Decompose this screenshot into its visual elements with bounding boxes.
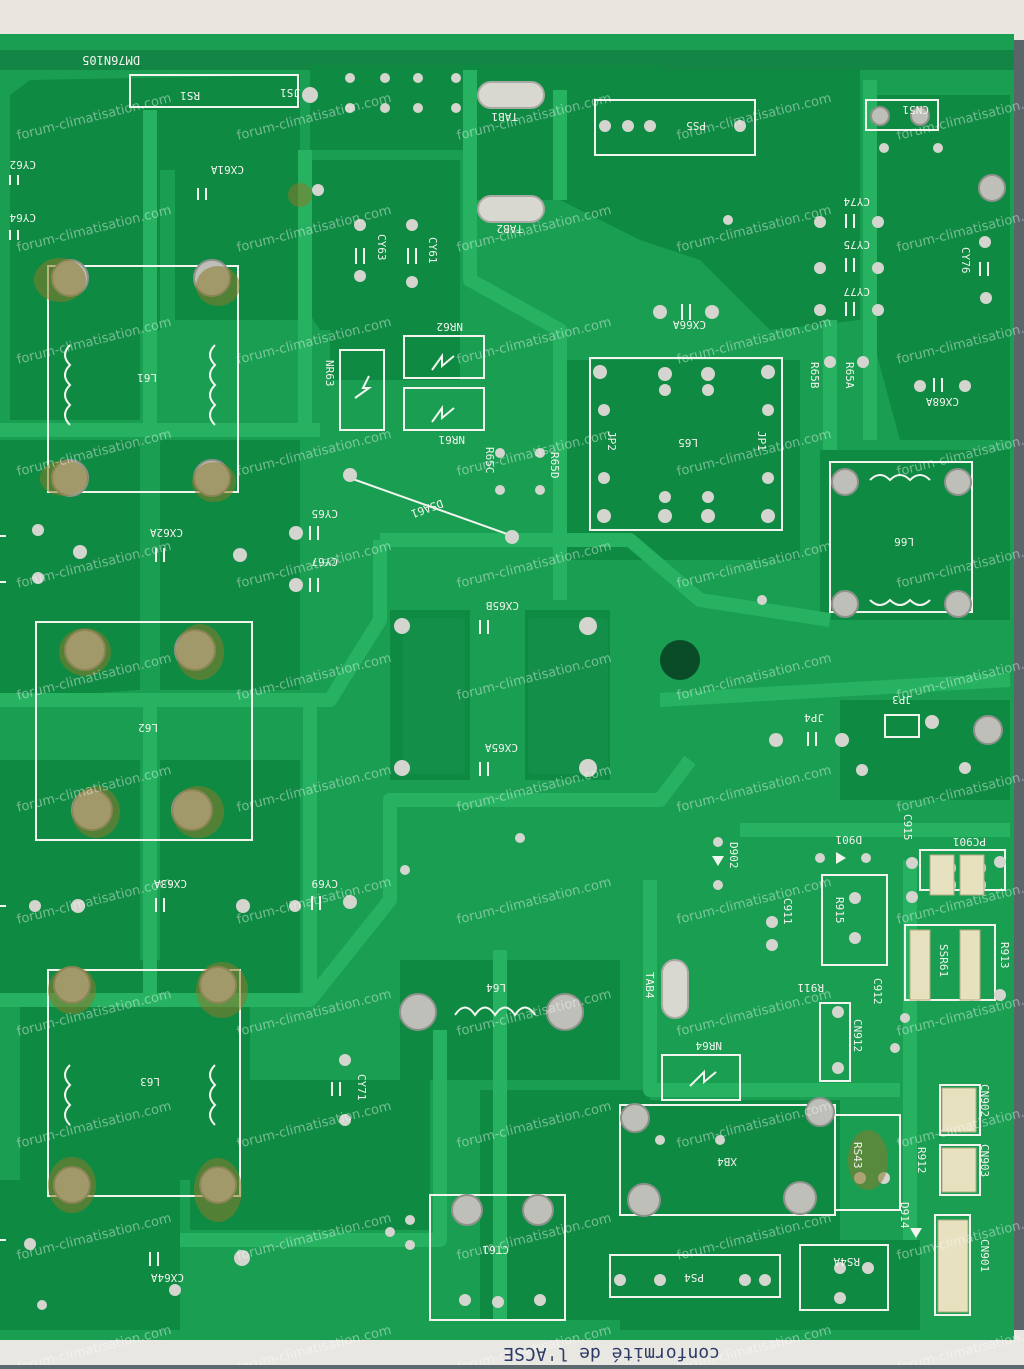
silk-label: SSR61 — [937, 944, 950, 977]
silk-label: L64 — [486, 981, 506, 994]
diode-symbols — [712, 852, 922, 1238]
silk-label: NR61 — [439, 433, 466, 446]
silk-label: CY76 — [959, 247, 972, 274]
silk-label: L62 — [138, 721, 158, 734]
silk-label: CY67 — [312, 555, 339, 568]
silk-label: CY69 — [312, 877, 339, 890]
silkscreen-outlines — [35, 74, 1006, 1321]
silk-label: C912 — [871, 978, 884, 1005]
silk-label: CX68A — [926, 395, 959, 408]
silk-label: CY61 — [426, 237, 439, 264]
silk-label: CX62A — [150, 526, 183, 539]
silk-label: R65D — [548, 452, 561, 479]
silk-label: CY63 — [375, 234, 388, 261]
optocouplers — [909, 854, 985, 1313]
bottom-edge-text: conformité de l'ACSE — [503, 1343, 720, 1364]
silk-label: D914 — [898, 1202, 911, 1229]
silk-label: CY74 — [843, 195, 870, 208]
silk-label: R915 — [833, 897, 846, 924]
silk-label: CY77 — [844, 285, 871, 298]
silk-label: NR63 — [323, 360, 336, 387]
silk-label: L63 — [140, 1075, 160, 1088]
silk-label: RS43 — [851, 1142, 864, 1169]
silk-label: CN903 — [978, 1144, 991, 1177]
silk-label: NR64 — [695, 1039, 722, 1052]
silk-label: R65B — [808, 362, 821, 389]
silk-label: JP3 — [892, 693, 912, 706]
board-code: DM76N105 — [82, 53, 140, 67]
varistor-symbols — [354, 352, 717, 1087]
silk-label: CN901 — [978, 1239, 991, 1272]
silk-label: TAB2 — [497, 222, 524, 235]
silk-label: CY64 — [9, 211, 36, 224]
silk-label: CX61A — [211, 163, 244, 176]
silk-label: CX66A — [673, 318, 706, 331]
silk-label: TAB1 — [492, 110, 519, 123]
silk-label: CX64A — [151, 1271, 184, 1284]
silk-label: R913 — [998, 942, 1011, 969]
silk-label: NR62 — [437, 320, 464, 333]
silk-label: CT61 — [483, 1243, 510, 1256]
silk-label: CX65B — [486, 599, 519, 612]
silk-label: CN51 — [903, 103, 930, 116]
silk-label: PS5 — [686, 119, 706, 132]
crystal-tabs — [477, 81, 689, 1019]
silk-label: JP1 — [755, 431, 768, 451]
silk-label: CY65 — [312, 507, 339, 520]
silkscreen-labels: JS1 RS1 TAB1 TAB2 PS5 CN51 CY62 CY64 CX6… — [9, 86, 1011, 1284]
silk-label: JP2 — [605, 431, 618, 451]
silk-label: CN912 — [851, 1019, 864, 1052]
silk-label: D902 — [727, 842, 740, 869]
silk-label: CX63A — [154, 877, 187, 890]
silk-label: RS4A — [833, 1255, 860, 1268]
silk-label: CY75 — [844, 238, 871, 251]
coil-symbols — [64, 344, 931, 1126]
silk-label: D901 — [836, 833, 863, 846]
silk-label: C911 — [781, 898, 794, 925]
silk-label: CY71 — [355, 1074, 368, 1101]
silk-label: L61 — [137, 371, 157, 384]
silk-label: XB4 — [717, 1155, 737, 1168]
silk-label: R65C — [483, 447, 496, 474]
silk-label: C915 — [901, 814, 914, 841]
flux-stains — [34, 183, 888, 1222]
silk-label: CX65A — [485, 741, 518, 754]
silk-label: PC901 — [953, 835, 986, 848]
silk-label: R912 — [915, 1147, 928, 1174]
silk-label: L66 — [894, 535, 914, 548]
silk-label: JS1 — [280, 86, 300, 99]
silk-label: R911 — [798, 981, 825, 994]
isolation-channels — [0, 70, 1011, 1320]
silk-label: PS4 — [684, 1271, 704, 1284]
silk-label: L65 — [678, 436, 698, 449]
board-top-band — [0, 50, 1014, 70]
silk-label: CN902 — [978, 1084, 991, 1117]
silk-label: RS1 — [180, 89, 200, 102]
silk-label: R65A — [843, 362, 856, 389]
silk-label: CY62 — [10, 158, 37, 171]
top-strip — [0, 0, 1024, 40]
silk-label: JP4 — [804, 711, 824, 724]
capacitor-symbols — [0, 175, 989, 1266]
silk-label: TAB4 — [643, 972, 656, 999]
isolation-slots — [403, 618, 700, 774]
